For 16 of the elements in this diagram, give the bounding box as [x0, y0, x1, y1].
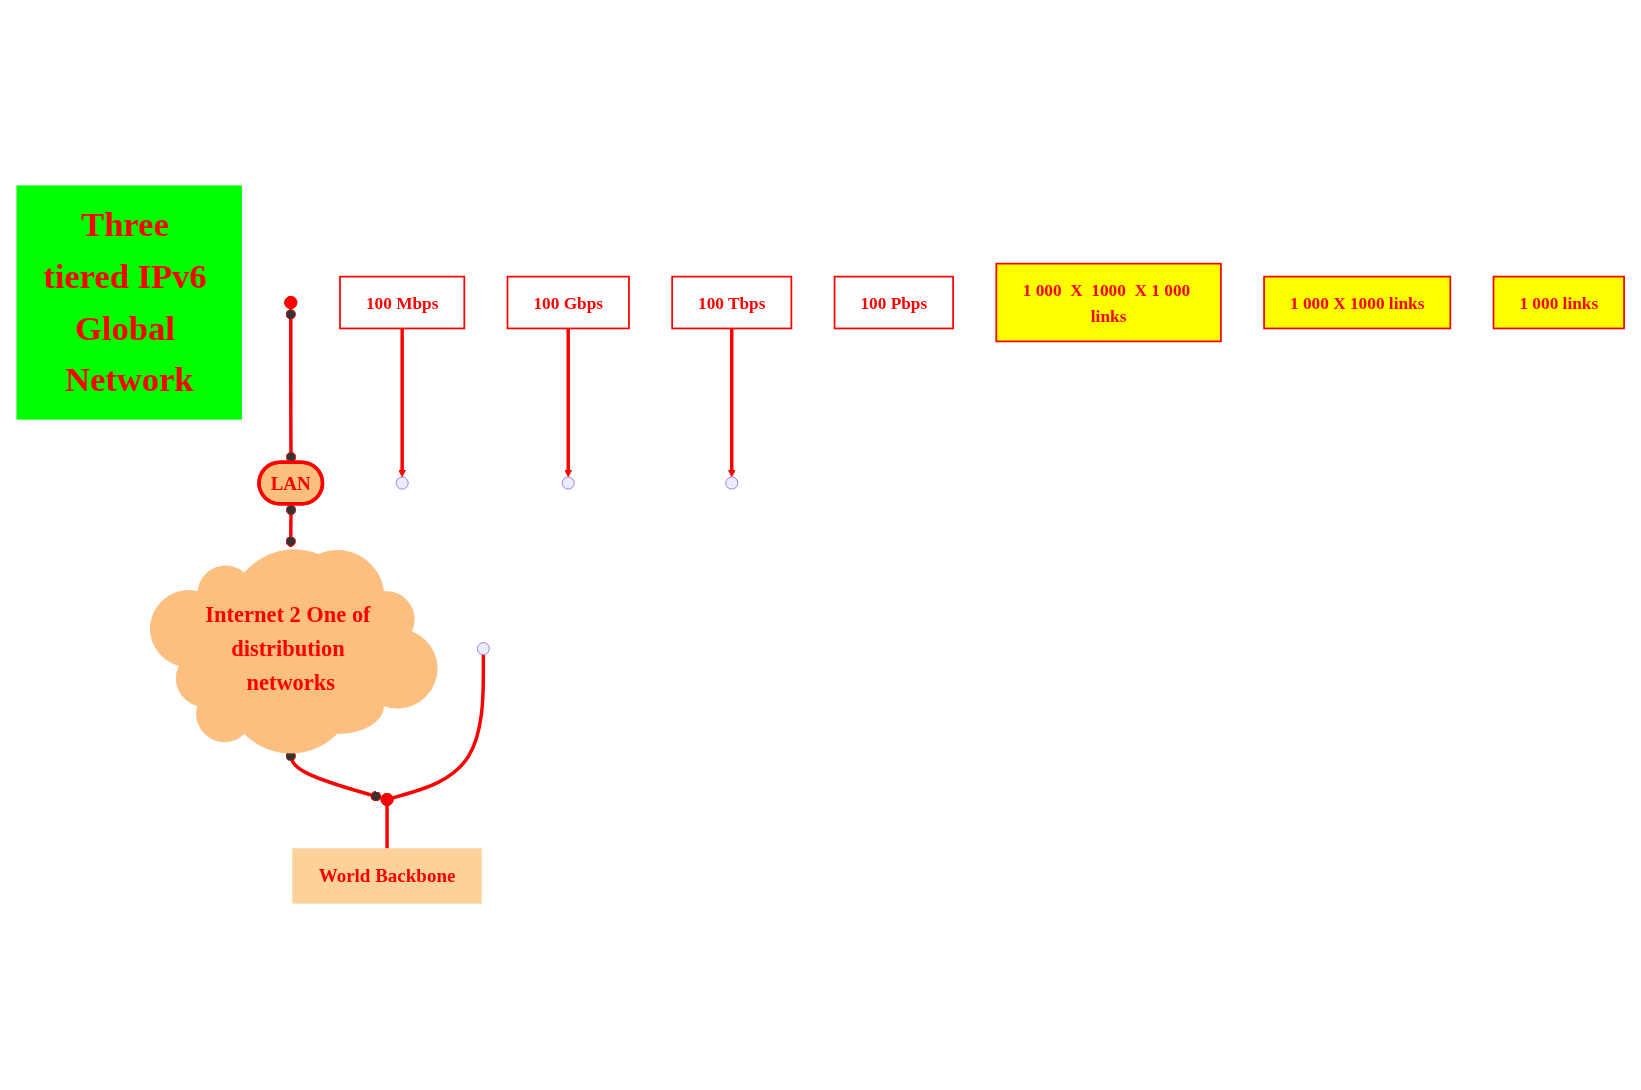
- node-box: [1492, 276, 1625, 330]
- node-box: [833, 276, 954, 330]
- connector: [392, 655, 486, 800]
- node-box: [16, 185, 242, 420]
- diagram: Three tiered IPv6 Global Network 100 Mbps LAN 100 Gbps Internet 2 One of distribution networks 100 Tbps 100 Pbps World Backbone 1 000 X 1000 X 1 000 links 1 000 X 1000 links 1 000 links: [10, 179, 1631, 911]
- node-box: [995, 263, 1222, 343]
- node-box: [1263, 276, 1452, 330]
- connector: [385, 806, 389, 850]
- node-box: [671, 276, 793, 330]
- node-box: [292, 848, 482, 905]
- node-box: [506, 276, 630, 330]
- arrow: [727, 328, 736, 478]
- arrow: [398, 328, 406, 478]
- connector: [285, 504, 297, 548]
- arrow: [564, 328, 573, 478]
- node-box: [339, 276, 466, 330]
